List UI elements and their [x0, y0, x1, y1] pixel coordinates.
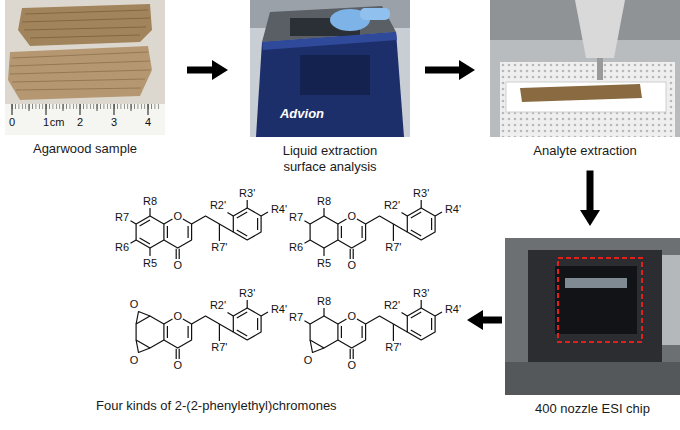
atom-label: O	[347, 311, 356, 322]
atom-label: R3'	[413, 288, 429, 299]
esi-chip-photo	[505, 238, 680, 395]
atom-label: O	[347, 260, 356, 271]
atom-label: R3'	[239, 288, 255, 299]
atom-label: R3'	[413, 188, 429, 199]
atom-label: R3'	[239, 188, 255, 199]
atom-label: R7'	[211, 342, 227, 353]
atom-label: R2'	[384, 300, 400, 311]
flow-arrow	[580, 171, 600, 226]
photo-panel: Liquid extraction surface analysis	[250, 0, 410, 174]
instrument-photo	[250, 0, 410, 137]
extraction-photo	[490, 0, 680, 137]
atom-label: R7'	[211, 242, 227, 253]
atom-label: O	[173, 211, 182, 222]
atom-label: O	[130, 299, 139, 310]
panel-caption: Analyte extraction	[490, 143, 680, 159]
atom-label: R4'	[271, 204, 287, 215]
photo-panel: 400 nozzle ESI chip	[505, 238, 680, 417]
atom-label: O	[173, 360, 182, 371]
atom-label: O	[173, 260, 182, 271]
atom-label: R7	[289, 312, 303, 323]
atom-label: O	[173, 311, 182, 322]
atom-label: R8	[317, 296, 331, 307]
flow-arrow	[187, 60, 228, 80]
atom-label: R5	[143, 258, 157, 269]
atom-label: R2'	[210, 200, 226, 211]
chromone-structures	[131, 200, 443, 359]
atom-label: R4'	[271, 304, 287, 315]
atom-label: R8	[317, 196, 331, 207]
atom-label: R7'	[385, 342, 401, 353]
panel-caption: 400 nozzle ESI chip	[505, 401, 680, 417]
atom-label: R2'	[384, 200, 400, 211]
photo-panel: Analyte extraction	[490, 0, 680, 159]
agarwood-photo	[5, 0, 165, 135]
atom-label: R8	[143, 196, 157, 207]
brand-name: Advion	[280, 107, 324, 120]
flow-arrow	[425, 60, 475, 80]
atom-label: O	[304, 355, 313, 366]
panel-caption: Four kinds of 2-(2-phenylethyl)chromones	[96, 398, 464, 414]
photo-panel: Agarwood sample	[5, 0, 165, 157]
atom-label: O	[347, 211, 356, 222]
ruler-mark: 3	[111, 117, 117, 128]
flow-arrow	[467, 310, 502, 330]
ruler-mark: 2	[77, 117, 83, 128]
ruler-mark: cm	[50, 117, 65, 128]
atom-label: R7	[115, 212, 129, 223]
atom-label: R6	[115, 242, 129, 253]
atom-label: R4'	[445, 204, 461, 215]
atom-label: R7	[289, 212, 303, 223]
atom-label: R6	[289, 242, 303, 253]
atom-label: O	[347, 360, 356, 371]
atom-label: R2'	[210, 300, 226, 311]
ruler-mark: 0	[9, 117, 15, 128]
atom-label: R7'	[385, 242, 401, 253]
panel-caption: Liquid extraction surface analysis	[265, 143, 395, 174]
ruler-mark: 1	[43, 117, 49, 128]
atom-label: O	[130, 355, 139, 366]
atom-label: R5	[317, 258, 331, 269]
panel-caption: Agarwood sample	[5, 141, 165, 157]
ruler-mark: 4	[145, 117, 151, 128]
atom-label: R4'	[445, 304, 461, 315]
